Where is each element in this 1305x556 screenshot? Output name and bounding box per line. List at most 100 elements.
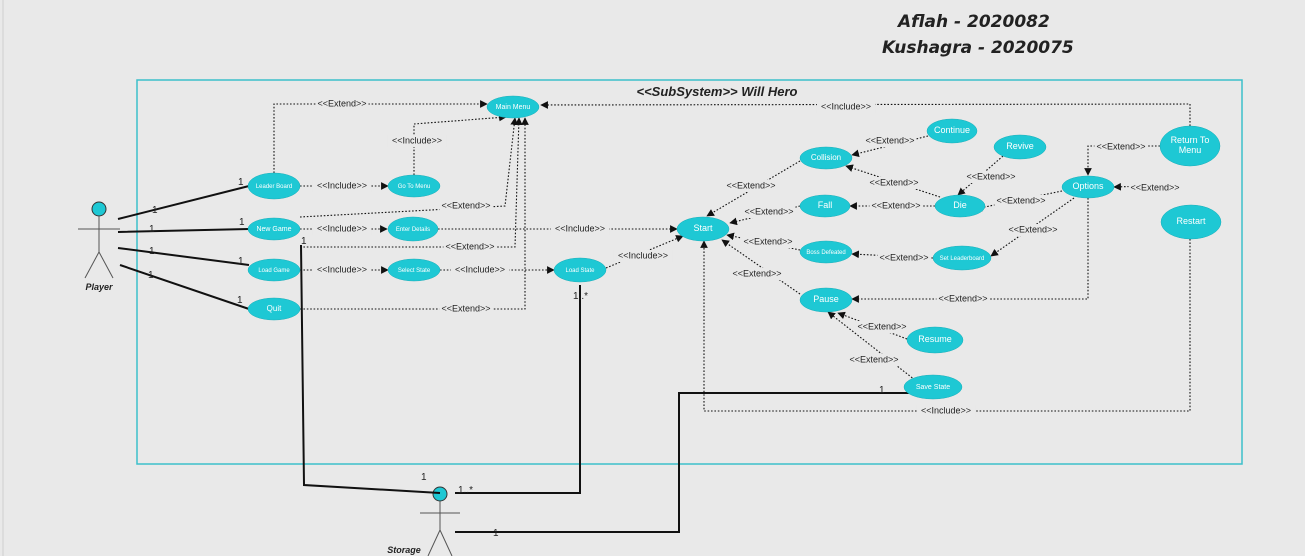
use-case-restart-label: Restart bbox=[1176, 216, 1206, 226]
relation-label-bg bbox=[855, 321, 909, 333]
relation-label-bg bbox=[1006, 224, 1060, 236]
use-case-load-state-label: Load State bbox=[565, 268, 595, 274]
multiplicity-label: 1 bbox=[301, 236, 307, 247]
relation-label-bg bbox=[613, 250, 673, 262]
relation-label-bg bbox=[550, 223, 610, 235]
use-case-resume-label: Resume bbox=[918, 334, 952, 344]
player-actor: Player bbox=[78, 201, 120, 292]
use-case-main-menu-label: Main Menu bbox=[496, 104, 531, 111]
relation-label-bg bbox=[847, 354, 901, 366]
storage-head bbox=[432, 486, 448, 502]
include-label: <<Include>> bbox=[317, 223, 367, 233]
multiplicity-label: 1 bbox=[152, 205, 158, 216]
include-label: <<Include>> bbox=[317, 180, 367, 190]
multiplicity-label: 1 bbox=[493, 528, 499, 539]
use-case-select-state-label: Select State bbox=[398, 268, 431, 274]
author-kushagra: Kushagra - 2020075 bbox=[882, 38, 1074, 58]
use-case-collision[interactable] bbox=[799, 146, 853, 170]
use-case-enter-details[interactable] bbox=[387, 216, 439, 242]
use-case-restart[interactable] bbox=[1160, 204, 1222, 240]
use-case-options-label: Options bbox=[1072, 181, 1104, 191]
multiplicity-label: 1..* bbox=[458, 485, 473, 496]
relation-label-bg bbox=[312, 180, 372, 192]
extend-label: <<Extend>> bbox=[879, 252, 928, 262]
use-case-new-game-label: New Game bbox=[256, 226, 291, 233]
relation-label-bg bbox=[936, 293, 990, 305]
extend-label: <<Extend>> bbox=[744, 206, 793, 216]
relation-label-bg bbox=[387, 135, 447, 147]
extend-label: <<Extend>> bbox=[938, 293, 987, 303]
extend-dependency bbox=[300, 117, 529, 310]
relation-label-bg bbox=[741, 236, 795, 248]
use-case-resume[interactable] bbox=[906, 326, 964, 354]
author-aflah: Aflah - 2020082 bbox=[898, 12, 1050, 32]
use-case-boss-defeated[interactable] bbox=[799, 240, 853, 264]
include-dependency bbox=[540, 101, 1191, 126]
relation-label-bg bbox=[439, 303, 493, 315]
relation-label-bg bbox=[1094, 141, 1148, 153]
use-case-save-state[interactable] bbox=[903, 374, 963, 400]
use-case-return-to-menu[interactable] bbox=[1159, 125, 1221, 167]
include-label: <<Include>> bbox=[921, 405, 971, 415]
multiplicity-label: 1 bbox=[149, 224, 155, 235]
use-case-continue-label: Continue bbox=[934, 125, 970, 135]
multiplicity-label: 1 bbox=[238, 256, 244, 267]
use-case-new-game[interactable] bbox=[247, 217, 301, 241]
use-case-load-game[interactable] bbox=[247, 258, 301, 282]
player-label: Player bbox=[85, 282, 113, 292]
use-case-revive[interactable] bbox=[993, 134, 1047, 160]
extend-dependency bbox=[851, 135, 929, 158]
use-case-go-to-menu[interactable] bbox=[387, 174, 441, 198]
extend-dependency bbox=[299, 117, 519, 218]
multiplicity-label: 1 bbox=[237, 295, 243, 306]
extend-label: <<Extend>> bbox=[732, 268, 781, 278]
extend-label: <<Extend>> bbox=[996, 195, 1045, 205]
relation-label-bg bbox=[742, 206, 796, 218]
use-case-options[interactable] bbox=[1061, 175, 1115, 199]
use-case-leader-board-label: Leader Board bbox=[256, 184, 292, 190]
associations bbox=[117, 185, 909, 533]
use-case-quit[interactable] bbox=[247, 297, 301, 321]
multiplicity-label: 1 bbox=[149, 246, 155, 257]
use-case-fall[interactable] bbox=[799, 194, 851, 218]
relation-label-bg bbox=[443, 241, 497, 253]
use-case-pause[interactable] bbox=[799, 287, 853, 313]
extend-label: <<Extend>> bbox=[743, 236, 792, 246]
use-case-leader-board[interactable] bbox=[247, 172, 301, 200]
extend-label: <<Extend>> bbox=[317, 98, 366, 108]
extend-dependency bbox=[721, 239, 801, 295]
extend-label: <<Extend>> bbox=[1096, 141, 1145, 151]
use-case-set-leaderboard-label: Set Leaderboard bbox=[940, 256, 985, 262]
extend-label: <<Extend>> bbox=[865, 135, 914, 145]
use-case-continue[interactable] bbox=[926, 118, 978, 144]
player-head bbox=[91, 201, 107, 217]
extend-dependency bbox=[273, 100, 488, 173]
extend-dependency bbox=[827, 311, 916, 381]
use-case-start[interactable] bbox=[676, 216, 730, 242]
include-label: <<Include>> bbox=[555, 223, 605, 233]
use-case-load-state[interactable] bbox=[553, 257, 607, 283]
include-label: <<Include>> bbox=[821, 101, 871, 111]
relation-label-bg bbox=[315, 98, 369, 110]
multiplicity-label: 1 bbox=[879, 385, 885, 396]
extend-label: <<Extend>> bbox=[726, 180, 775, 190]
extend-dependency bbox=[706, 160, 801, 217]
subsystem-title: <<SubSystem>> Will Hero bbox=[636, 84, 797, 99]
use-case-set-leaderboard[interactable] bbox=[932, 245, 992, 271]
use-case-main-menu[interactable] bbox=[486, 95, 540, 119]
relation-label-bg bbox=[916, 405, 976, 417]
storage-actor: Storage bbox=[387, 486, 460, 556]
extend-label: <<Extend>> bbox=[871, 200, 920, 210]
subsystem-frame bbox=[136, 79, 1243, 465]
use-case-boss-defeated-label: Boss Defeated bbox=[806, 250, 845, 256]
use-case-go-to-menu-label: Go To Menu bbox=[398, 184, 431, 190]
multiplicity-label: 1..* bbox=[573, 291, 588, 302]
extend-label: <<Extend>> bbox=[966, 171, 1015, 181]
use-case-select-state[interactable] bbox=[387, 258, 441, 282]
relation-label-bg bbox=[964, 171, 1018, 183]
relation-label-bg bbox=[816, 101, 876, 113]
use-case-die[interactable] bbox=[934, 194, 986, 218]
use-case-quit-label: Quit bbox=[267, 304, 282, 313]
relation-label-bg bbox=[1128, 182, 1182, 194]
